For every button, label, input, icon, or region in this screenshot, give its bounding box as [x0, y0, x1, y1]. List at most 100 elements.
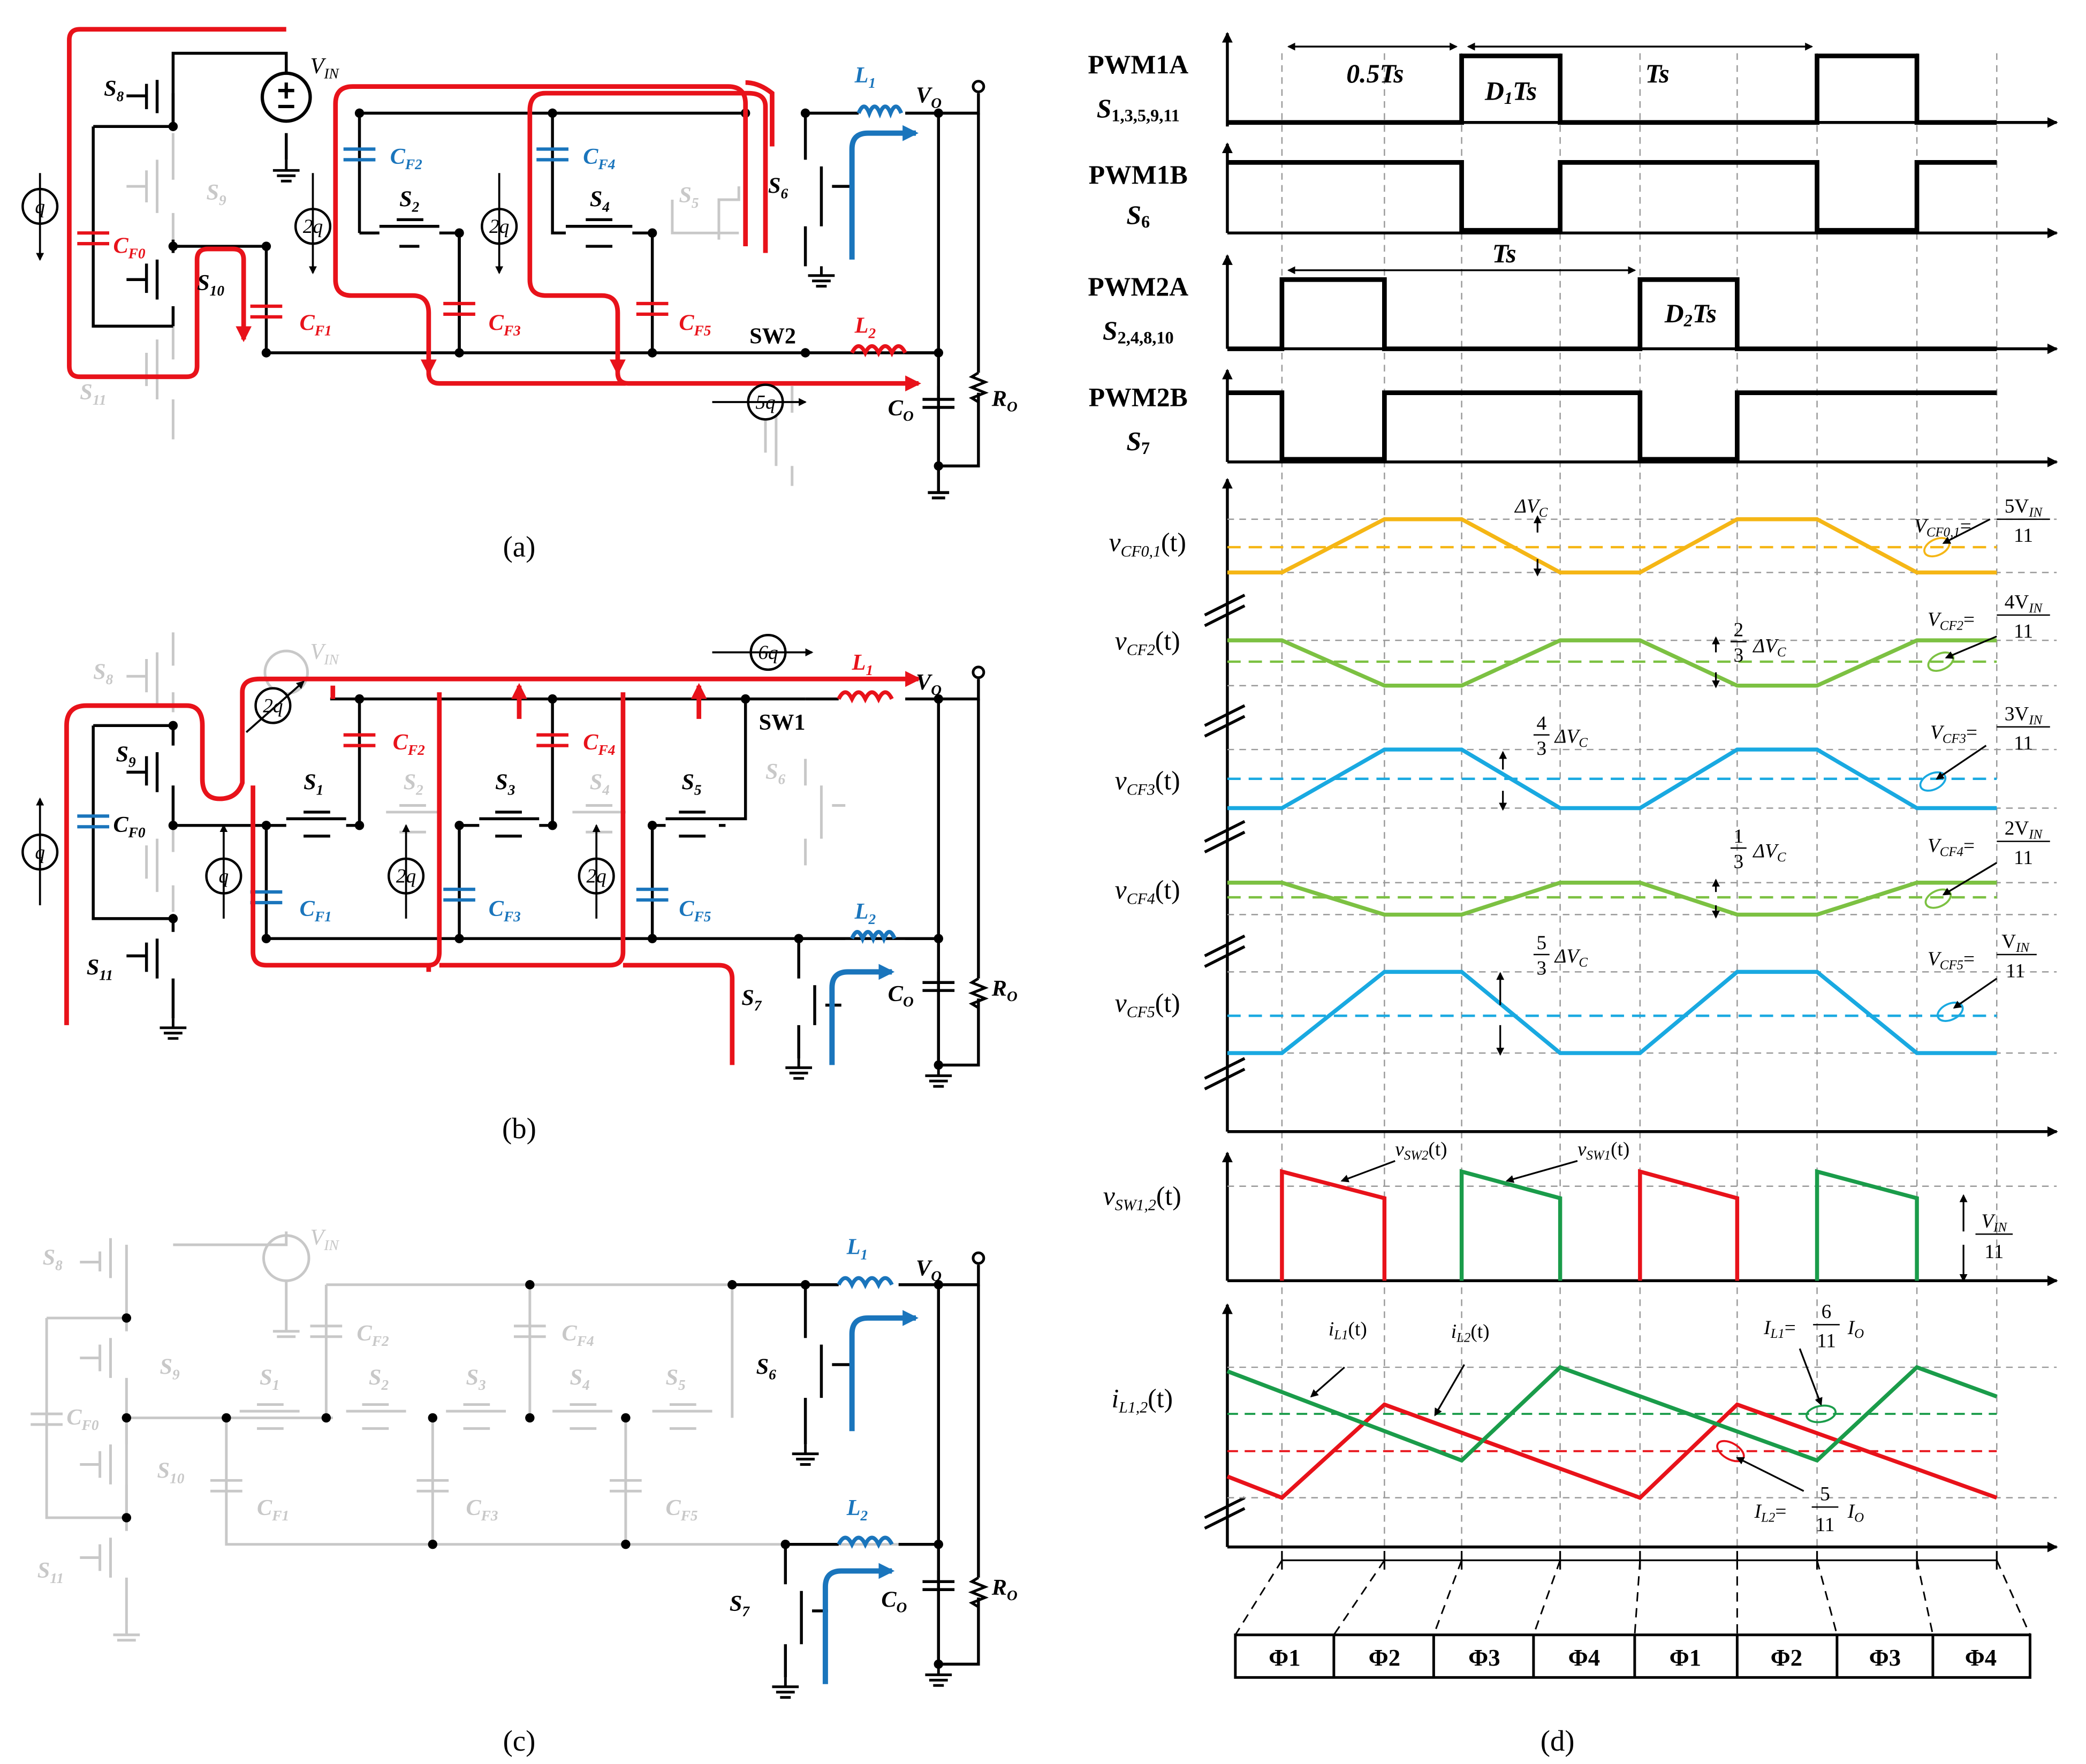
b-vin-label: VIN — [310, 639, 340, 668]
dvc-label-2: 2 3 ΔVC — [1730, 619, 1786, 667]
dvc-label-1: ΔVC — [1514, 495, 1548, 519]
b-s2-label: S2 — [404, 770, 424, 798]
b-6q-label: 6q — [758, 642, 778, 664]
a-ro-label: RO — [991, 386, 1018, 414]
b-s11-label: S11 — [87, 955, 113, 983]
d-caption: (d) — [1541, 1724, 1575, 1757]
vcf2-label: vCF2(t) — [1115, 626, 1180, 659]
svg-text:3VIN: 3VIN — [2005, 703, 2043, 727]
a-cf4-label: CF4 — [583, 144, 615, 172]
b-2q-label-c: 2q — [587, 866, 606, 888]
b-2q-label: 2q — [263, 695, 283, 717]
c-caption: (c) — [503, 1724, 536, 1757]
a-sw2-label: SW2 — [749, 324, 796, 349]
svg-text:ΔVC: ΔVC — [1554, 726, 1588, 750]
pwm1a-label: PWM1A — [1088, 50, 1188, 79]
vsw-label: vSW1,2(t) — [1103, 1182, 1181, 1214]
svg-text:11: 11 — [2014, 525, 2033, 547]
b-q-label-b: q — [219, 866, 229, 888]
c-s2-label: S2 — [369, 1365, 389, 1393]
vcf3-label: vCF3(t) — [1115, 766, 1180, 799]
svg-text:2: 2 — [1734, 619, 1744, 641]
il1-wave-label: iL1(t) — [1329, 1318, 1367, 1342]
pwm1b-label: PWM1B — [1089, 160, 1188, 190]
b-caption: (b) — [502, 1112, 536, 1145]
c-vo-label: VO — [916, 1255, 942, 1284]
svg-text:5: 5 — [1820, 1483, 1830, 1505]
c-vin-label: VIN — [310, 1225, 340, 1253]
c-l2-label: L2 — [846, 1495, 868, 1524]
c-s5-label: S5 — [665, 1365, 685, 1393]
c-ro-label: RO — [991, 1575, 1018, 1603]
svg-text:11: 11 — [2014, 620, 2033, 642]
vin-over-11: VIN 11 — [1975, 1210, 2013, 1263]
b-s9-label: S9 — [116, 741, 136, 770]
svg-text:11: 11 — [2014, 732, 2033, 754]
a-5q-label: 5q — [755, 391, 775, 413]
svg-text:11: 11 — [2014, 847, 2033, 869]
half-ts-label: 0.5Ts — [1346, 59, 1404, 88]
vsw1-wave-label: vSW1(t) — [1577, 1139, 1629, 1163]
pwm1a-switches: S1,3,5,9,11 — [1097, 94, 1180, 125]
c-cf5-label: CF5 — [665, 1495, 697, 1524]
a-2q-label: 2q — [303, 216, 323, 238]
c-cf2-label: CF2 — [357, 1321, 389, 1349]
panel-c: VIN S8 S9 S10 S11 CF0 S1 S2 S3 S4 S5 CF1… — [31, 1225, 1018, 1757]
ts-label-1: Ts — [1645, 59, 1670, 88]
a-s2-label: S2 — [399, 186, 420, 215]
a-l2-label: L2 — [854, 313, 876, 342]
svg-text:ΔVC: ΔVC — [1752, 840, 1786, 864]
a-s11-label: S11 — [80, 380, 106, 408]
pwm2b-label: PWM2B — [1089, 382, 1188, 412]
svg-text:3: 3 — [1536, 957, 1546, 979]
svg-text:IL1=: IL1= — [1763, 1317, 1796, 1341]
c-cf0-label: CF0 — [66, 1405, 98, 1433]
dvc-label-5: 5 3 ΔVC — [1533, 932, 1588, 979]
a-vin-label: VIN — [310, 54, 340, 82]
svg-text:ΔVC: ΔVC — [1752, 635, 1786, 660]
a-s5-label: S5 — [679, 183, 699, 211]
svg-text:5VIN: 5VIN — [2005, 495, 2043, 519]
ts-label-2: Ts — [1492, 239, 1516, 268]
panel-d: Φ1 Φ2 Φ3 Φ4 Φ1 Φ2 Φ3 Φ4 — [1088, 32, 2058, 1757]
b-s4-label: S4 — [590, 770, 610, 798]
c-cf3-label: CF3 — [466, 1495, 498, 1524]
eq-vcf01: VCF0,1= 5VIN 11 — [1914, 495, 2050, 547]
svg-text:11: 11 — [2006, 960, 2025, 982]
c-s8-label: S8 — [43, 1245, 63, 1273]
phase-3: Φ3 — [1468, 1644, 1500, 1671]
eq-il1: IL1= 6 11 IO — [1763, 1301, 1864, 1352]
a-cf0-label: CF0 — [113, 233, 145, 261]
b-l1-label: L1 — [852, 650, 874, 678]
b-s8-label: S8 — [93, 659, 113, 687]
phase-2: Φ2 — [1369, 1644, 1400, 1671]
svg-text:4VIN: 4VIN — [2005, 591, 2043, 615]
phase-6: Φ2 — [1771, 1644, 1802, 1671]
c-cf4-label: CF4 — [562, 1321, 594, 1349]
a-s4-label: S4 — [590, 186, 610, 215]
c-s4-label: S4 — [570, 1365, 589, 1393]
b-co-label: CO — [888, 981, 914, 1010]
svg-text:VCF2=: VCF2= — [1928, 609, 1975, 633]
a-cf2-label: CF2 — [390, 144, 422, 172]
b-s5-label: S5 — [681, 770, 701, 798]
pwm2a-label: PWM2A — [1088, 272, 1188, 301]
b-s1-label: S1 — [304, 770, 323, 798]
b-cf1-label: CF1 — [300, 896, 332, 925]
phase-4: Φ4 — [1568, 1644, 1600, 1671]
eq-vcf4: VCF4= 2VIN 11 — [1928, 817, 2050, 869]
vcf4-label: vCF4(t) — [1115, 875, 1180, 908]
eq-vcf5: VCF5= VIN 11 — [1928, 931, 2037, 982]
d1ts-label: D1Ts — [1484, 77, 1537, 108]
a-q-label: q — [35, 196, 45, 218]
c-co-label: CO — [881, 1587, 907, 1616]
dvc-label-3: 4 3 ΔVC — [1533, 713, 1588, 760]
c-s10-label: S10 — [157, 1458, 185, 1486]
b-s7-label: S7 — [741, 986, 762, 1014]
d2ts-label: D2Ts — [1664, 299, 1717, 330]
eq-il2: IL2= 5 11 IO — [1754, 1483, 1864, 1536]
phase-1: Φ1 — [1269, 1644, 1300, 1671]
svg-text:VCF4=: VCF4= — [1928, 835, 1975, 859]
svg-text:IO: IO — [1847, 1501, 1864, 1525]
c-l1-label: L1 — [846, 1235, 868, 1263]
